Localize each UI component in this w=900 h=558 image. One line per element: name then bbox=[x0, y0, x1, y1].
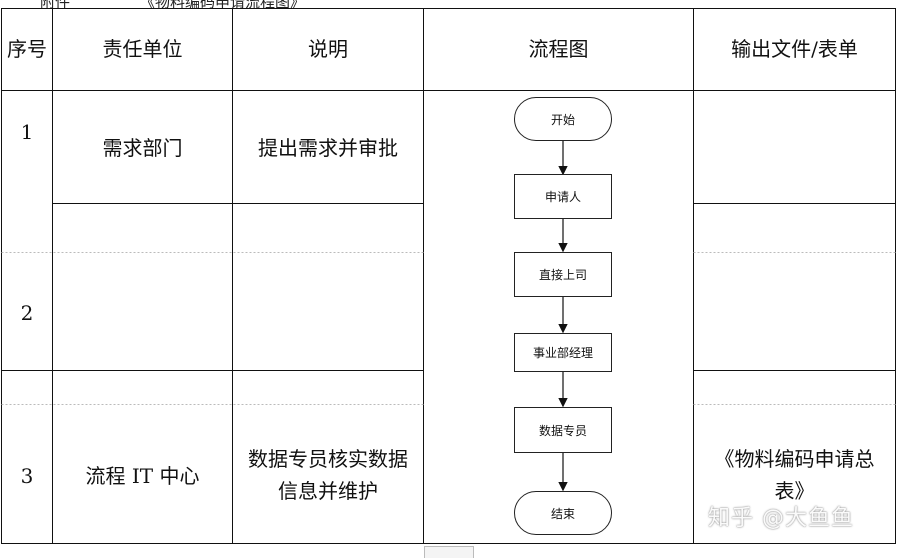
caption-title: 《物料编码申请流程图》 bbox=[140, 0, 305, 8]
row2-seq: 2 bbox=[20, 301, 34, 325]
row3-unit: 流程 IT 中心 bbox=[85, 464, 200, 488]
row3-seq: 3 bbox=[20, 464, 34, 488]
top-caption-strip: 附件 《物料编码申请流程图》 bbox=[0, 0, 900, 8]
row1-unit: 需求部门 bbox=[102, 136, 183, 160]
watermark: 知乎 @大鱼鱼 bbox=[708, 506, 854, 531]
row3-output-line1: 《物料编码申请总 bbox=[714, 447, 875, 471]
flow-node-data-specialist: 数据专员 bbox=[514, 407, 612, 453]
header-output: 输出文件/表单 bbox=[731, 37, 858, 61]
row3-desc-line1: 数据专员核实数据 bbox=[248, 447, 408, 471]
row1-seq: 1 bbox=[20, 120, 34, 144]
row3-output-line2: 表》 bbox=[774, 479, 815, 503]
flow-node-direct-supervisor: 直接上司 bbox=[514, 252, 612, 297]
flow-start-node: 开始 bbox=[514, 97, 612, 141]
flow-end-node: 结束 bbox=[514, 491, 612, 535]
header-seq: 序号 bbox=[7, 37, 47, 61]
flow-node-division-manager: 事业部经理 bbox=[514, 333, 612, 372]
row3-desc-line2: 信息并维护 bbox=[278, 479, 378, 503]
header-unit: 责任单位 bbox=[102, 37, 183, 61]
caption-left: 附件 bbox=[40, 0, 70, 8]
flow-node-applicant: 申请人 bbox=[514, 174, 612, 219]
row1-desc: 提出需求并审批 bbox=[258, 136, 398, 160]
header-desc: 说明 bbox=[308, 37, 348, 61]
bottom-tab[interactable] bbox=[424, 546, 474, 558]
header-flow: 流程图 bbox=[528, 37, 589, 61]
